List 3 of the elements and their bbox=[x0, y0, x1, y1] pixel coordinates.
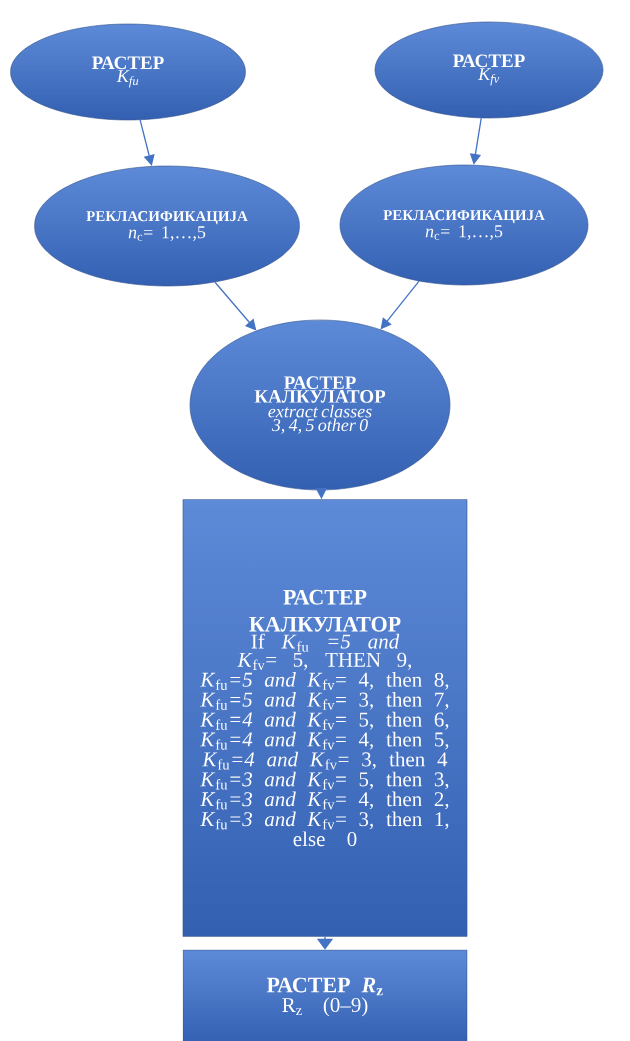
process-box: РАСТЕР КАЛКУЛАТОР If K$_{fu}$ =5 and K$_{fv}$= 5, THEN 9, K$_{fu}$=5 and K$_{fv}$= 4, then 8, K$_{fu}$=5 and K$_{fv}$= 3, then 7, K$_{fu}$=4 and K$_{fv}$= 5, then 6, K$_{fu}$=4 and K$_{fv}$= 4, then 5, K$_{fu}$=4 and K$_{fv}$= 3, then 4 K$_{fu}$=3 and K$_{fv}$= 5, then 3, K$_{fu}$=3 and K$_{fv}$= 4, then 2, K$_{fu}$=3 and K$_{fv}$= 3, then 1, else 0 bbox=[182, 499, 468, 937]
arrow bbox=[214, 281, 257, 331]
process-box: РАСТЕР R$_{z}$ R$_{z}$ (0–9) bbox=[182, 949, 468, 1041]
